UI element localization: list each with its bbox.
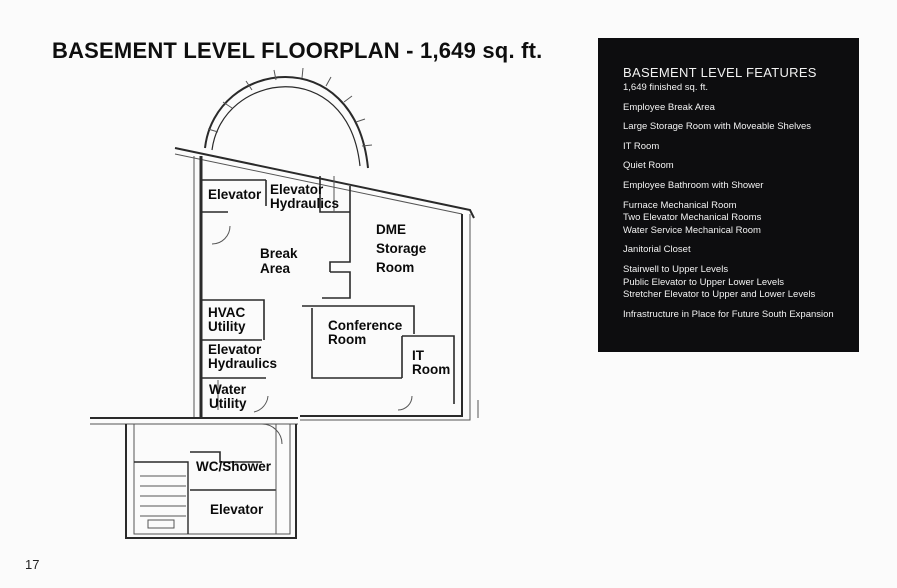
feature-item: IT Room (623, 140, 660, 152)
feature-group: Infrastructure in Place for Future South… (623, 309, 849, 322)
room-label-hvac: HVAC (208, 305, 246, 320)
page-title: BASEMENT LEVEL FLOORPLAN - 1,649 sq. ft. (52, 38, 543, 63)
feature-group: Employee Break Area (623, 102, 849, 115)
feature-item: Stretcher Elevator to Upper and Lower Le… (623, 289, 816, 301)
room-label-elevator-hydraulics-top: Elevator (270, 182, 324, 197)
room-label-elevator-hydraulics-top-2: Hydraulics (270, 196, 339, 211)
feature-item: Stairwell to Upper Levels (623, 263, 729, 275)
feature-item: Employee Break Area (623, 101, 715, 113)
features-panel: BASEMENT LEVEL FEATURES 1,649 finished s… (598, 38, 859, 352)
feature-group: 1,649 finished sq. ft. (623, 82, 849, 95)
feature-group: Quiet Room (623, 160, 849, 173)
room-label-elevator-hydraulics-mid-2: Hydraulics (208, 356, 277, 371)
feature-item: Janitorial Closet (623, 244, 691, 256)
lower-wing-walls (125, 423, 297, 539)
feature-item: Large Storage Room with Moveable Shelves (623, 121, 811, 133)
feature-item: Water Service Mechanical Room (623, 224, 761, 236)
feature-item: Infrastructure in Place for Future South… (623, 308, 834, 320)
room-label-water: Water (209, 382, 247, 397)
room-label-dme: DME (376, 222, 406, 237)
feature-item: Employee Bathroom with Shower (623, 179, 764, 191)
room-label-dme-room: Room (376, 260, 414, 275)
room-label-it-room: Room (412, 362, 450, 377)
room-label-elevator: Elevator (208, 187, 262, 202)
page-number: 17 (25, 557, 40, 572)
feature-group: Employee Bathroom with Shower (623, 180, 849, 193)
room-labels: Elevator Elevator Hydraulics DME Storage… (196, 182, 450, 517)
room-label-conference-room: Room (328, 332, 366, 347)
room-label-break-area: Area (260, 261, 291, 276)
feature-item: Quiet Room (623, 160, 674, 172)
feature-group: IT Room (623, 141, 849, 154)
room-label-elevator-bottom: Elevator (210, 502, 264, 517)
feature-group: Furnace Mechanical Room Two Elevator Mec… (623, 200, 849, 238)
room-label-water-utility: Utility (209, 396, 247, 411)
feature-group: Large Storage Room with Moveable Shelves (623, 121, 849, 134)
room-label-shower: WC/Shower (196, 459, 272, 474)
feature-item: Two Elevator Mechanical Rooms (623, 212, 762, 224)
room-label-break: Break (260, 246, 298, 261)
room-label-it: IT (412, 348, 425, 363)
room-label-elevator-hydraulics-mid: Elevator (208, 342, 262, 357)
feature-item: 1,649 finished sq. ft. (623, 82, 709, 93)
feature-item: Public Elevator to Upper Lower Levels (623, 276, 785, 288)
room-label-conference: Conference (328, 318, 403, 333)
feature-group: Stairwell to Upper Levels Public Elevato… (623, 264, 849, 302)
room-label-dme-storage: Storage (376, 241, 427, 256)
bay-window-arc (204, 67, 373, 169)
feature-group: Janitorial Closet (623, 244, 849, 257)
room-label-hvac-utility: Utility (208, 319, 246, 334)
exterior-walls (90, 147, 479, 425)
feature-item: Furnace Mechanical Room (623, 199, 737, 211)
features-heading: BASEMENT LEVEL FEATURES (623, 65, 817, 80)
interior-walls (201, 176, 455, 413)
